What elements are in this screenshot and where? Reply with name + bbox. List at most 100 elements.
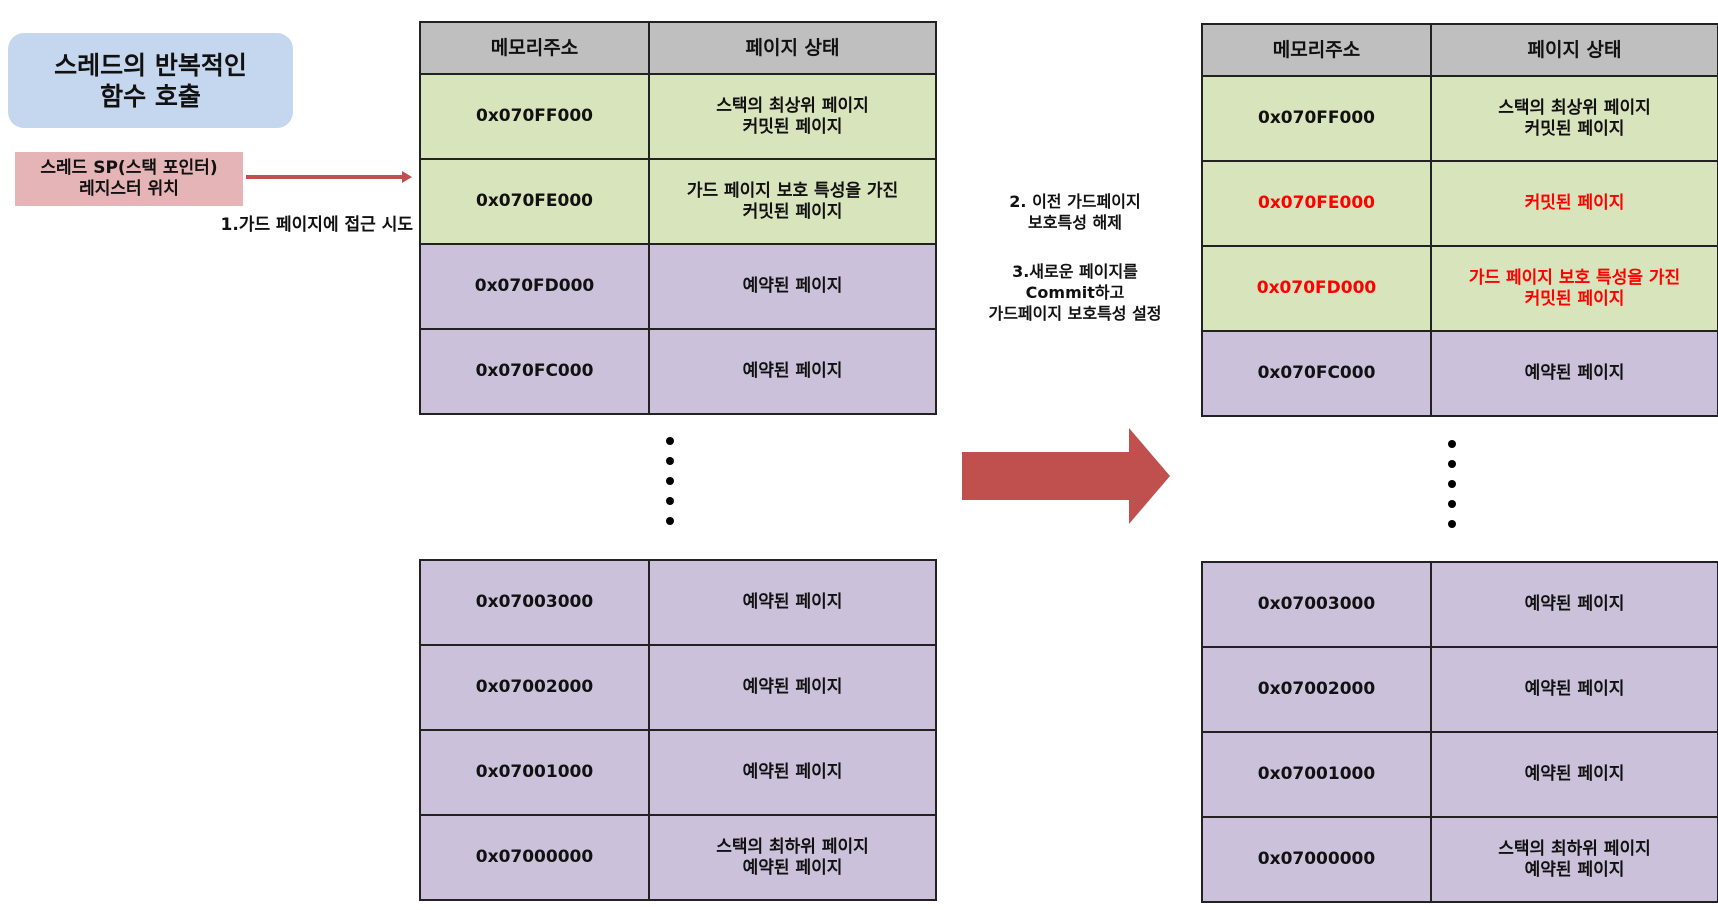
- state-cell-changed: 커밋된 페이지: [1430, 160, 1718, 247]
- address-cell: 0x070FD000: [419, 243, 650, 330]
- header-state: 페이지 상태: [1430, 23, 1718, 77]
- header-address: 메모리주소: [1201, 23, 1432, 77]
- state-line: 스택의 최하위 페이지: [716, 836, 869, 857]
- access-note: 1.가드 페이지에 접근 시도: [220, 215, 413, 235]
- after-ellipsis: [1448, 440, 1456, 540]
- step3-line-2: Commit하고: [1025, 283, 1125, 302]
- before-bottom-table: 0x07003000 예약된 페이지 0x07002000 예약된 페이지 0x…: [419, 559, 937, 901]
- state-line: 예약된 페이지: [1524, 594, 1625, 614]
- address-cell: 0x070FF000: [1201, 75, 1432, 162]
- after-bottom-table: 0x07003000 예약된 페이지 0x07002000 예약된 페이지 0x…: [1201, 561, 1718, 903]
- table-row: 0x07001000 예약된 페이지: [419, 729, 937, 816]
- address-cell: 0x070FC000: [1201, 330, 1432, 417]
- ellipsis-dot: [666, 457, 674, 465]
- state-line: 예약된 페이지: [742, 361, 843, 381]
- step2-line-2: 보호특성 해제: [1028, 213, 1122, 232]
- before-ellipsis: [666, 437, 674, 537]
- header-state: 페이지 상태: [648, 21, 937, 75]
- table-row: 0x070FC000 예약된 페이지: [1201, 330, 1718, 417]
- title-line-2: 함수 호출: [100, 81, 201, 111]
- address-cell-changed: 0x070FE000: [1201, 160, 1432, 247]
- state-line: 스택의 최상위 페이지: [716, 95, 869, 116]
- address-cell: 0x070FE000: [419, 158, 650, 245]
- sp-line-2: 레지스터 위치: [79, 179, 179, 199]
- state-line: 예약된 페이지: [1524, 859, 1625, 880]
- state-line: 커밋된 페이지: [1524, 193, 1625, 213]
- table-header: 메모리주소 페이지 상태: [419, 21, 937, 75]
- ellipsis-dot: [666, 477, 674, 485]
- state-cell: 예약된 페이지: [648, 559, 937, 646]
- title-line-1: 스레드의 반복적인: [54, 50, 247, 80]
- sp-line-1: 스레드 SP(스택 포인터): [40, 158, 218, 178]
- table-row: 0x070FD000 예약된 페이지: [419, 243, 937, 330]
- state-cell: 예약된 페이지: [1430, 330, 1718, 417]
- state-cell: 예약된 페이지: [1430, 561, 1718, 648]
- address-cell: 0x070FC000: [419, 328, 650, 415]
- step2-note: 2. 이전 가드페이지 보호특성 해제: [940, 191, 1210, 233]
- transition-arrow-icon: [962, 428, 1170, 524]
- state-line: 예약된 페이지: [742, 276, 843, 296]
- ellipsis-dot: [1448, 480, 1456, 488]
- state-cell: 예약된 페이지: [1430, 646, 1718, 733]
- state-cell: 예약된 페이지: [648, 328, 937, 415]
- state-line: 예약된 페이지: [1524, 679, 1625, 699]
- state-line: 예약된 페이지: [742, 592, 843, 612]
- state-cell: 예약된 페이지: [648, 243, 937, 330]
- state-line: 커밋된 페이지: [742, 201, 843, 222]
- ellipsis-dot: [1448, 520, 1456, 528]
- sp-register-box: 스레드 SP(스택 포인터) 레지스터 위치: [15, 152, 243, 206]
- step2-line-1: 2. 이전 가드페이지: [1009, 192, 1141, 211]
- table-row: 0x070FC000 예약된 페이지: [419, 328, 937, 415]
- table-row: 0x07002000 예약된 페이지: [1201, 646, 1718, 733]
- address-cell: 0x07001000: [419, 729, 650, 816]
- step3-line-1: 3.새로운 페이지를: [1012, 262, 1138, 281]
- ellipsis-dot: [1448, 500, 1456, 508]
- sp-pointer-arrowhead: [402, 171, 412, 183]
- step3-line-3: 가드페이지 보호특성 설정: [988, 304, 1162, 323]
- table-header: 메모리주소 페이지 상태: [1201, 23, 1718, 77]
- state-line: 스택의 최하위 페이지: [1498, 838, 1651, 859]
- step3-note: 3.새로운 페이지를 Commit하고 가드페이지 보호특성 설정: [940, 261, 1210, 324]
- state-line: 가드 페이지 보호 특성을 가진: [686, 180, 899, 201]
- state-line: 가드 페이지 보호 특성을 가진: [1468, 267, 1681, 288]
- ellipsis-dot: [1448, 460, 1456, 468]
- ellipsis-dot: [666, 517, 674, 525]
- address-cell: 0x07003000: [1201, 561, 1432, 648]
- address-cell-changed: 0x070FD000: [1201, 245, 1432, 332]
- state-cell: 예약된 페이지: [648, 644, 937, 731]
- state-line: 예약된 페이지: [742, 762, 843, 782]
- ellipsis-dot: [666, 497, 674, 505]
- state-line: 커밋된 페이지: [1524, 118, 1625, 139]
- title-box: 스레드의 반복적인 함수 호출: [8, 33, 293, 128]
- table-row: 0x07002000 예약된 페이지: [419, 644, 937, 731]
- ellipsis-dot: [666, 437, 674, 445]
- table-row: 0x07003000 예약된 페이지: [1201, 561, 1718, 648]
- state-line: 예약된 페이지: [1524, 363, 1625, 383]
- address-cell: 0x07003000: [419, 559, 650, 646]
- ellipsis-dot: [1448, 440, 1456, 448]
- address-cell: 0x07000000: [419, 814, 650, 901]
- address-cell: 0x07002000: [1201, 646, 1432, 733]
- table-row: 0x07001000 예약된 페이지: [1201, 731, 1718, 818]
- state-line: 예약된 페이지: [742, 857, 843, 878]
- header-address: 메모리주소: [419, 21, 650, 75]
- state-cell: 예약된 페이지: [648, 729, 937, 816]
- address-cell: 0x07000000: [1201, 816, 1432, 903]
- state-line: 예약된 페이지: [742, 677, 843, 697]
- address-cell: 0x070FF000: [419, 73, 650, 160]
- address-cell: 0x07001000: [1201, 731, 1432, 818]
- address-cell: 0x07002000: [419, 644, 650, 731]
- state-line: 커밋된 페이지: [1524, 288, 1625, 309]
- sp-pointer-line: [246, 175, 408, 179]
